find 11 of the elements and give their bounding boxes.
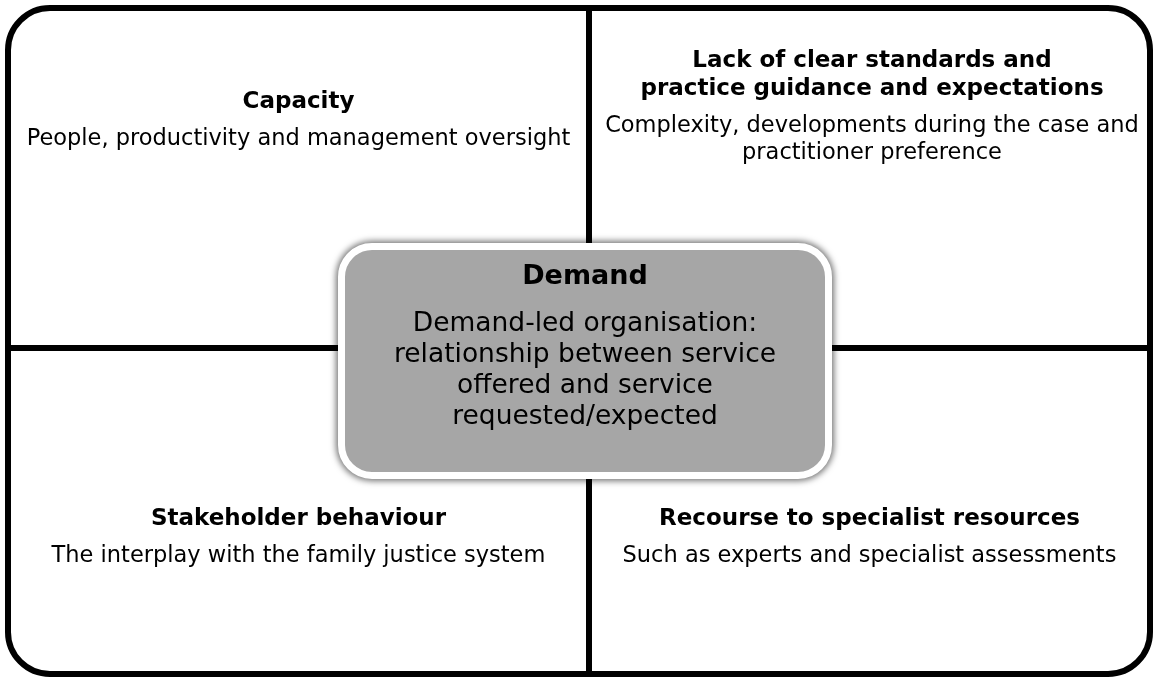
- center-box: [338, 243, 832, 479]
- description: People, productivity and management oversight: [25, 124, 572, 151]
- description: Demand-led organisation: relationship between service offered and service requested/expected: [392, 306, 778, 430]
- heading: Demand: [521, 258, 649, 292]
- description: The interplay with the family justice system: [50, 541, 547, 568]
- heading: Recourse to specialist resources: [658, 503, 1081, 531]
- description: Such as experts and specialist assessments: [621, 541, 1118, 568]
- heading: Capacity: [241, 86, 356, 114]
- description: Complexity, developments during the case and practitioner preference: [604, 111, 1140, 165]
- heading: Lack of clear standards and practice guidance and expectations: [639, 45, 1105, 101]
- heading: Stakeholder behaviour: [149, 503, 448, 531]
